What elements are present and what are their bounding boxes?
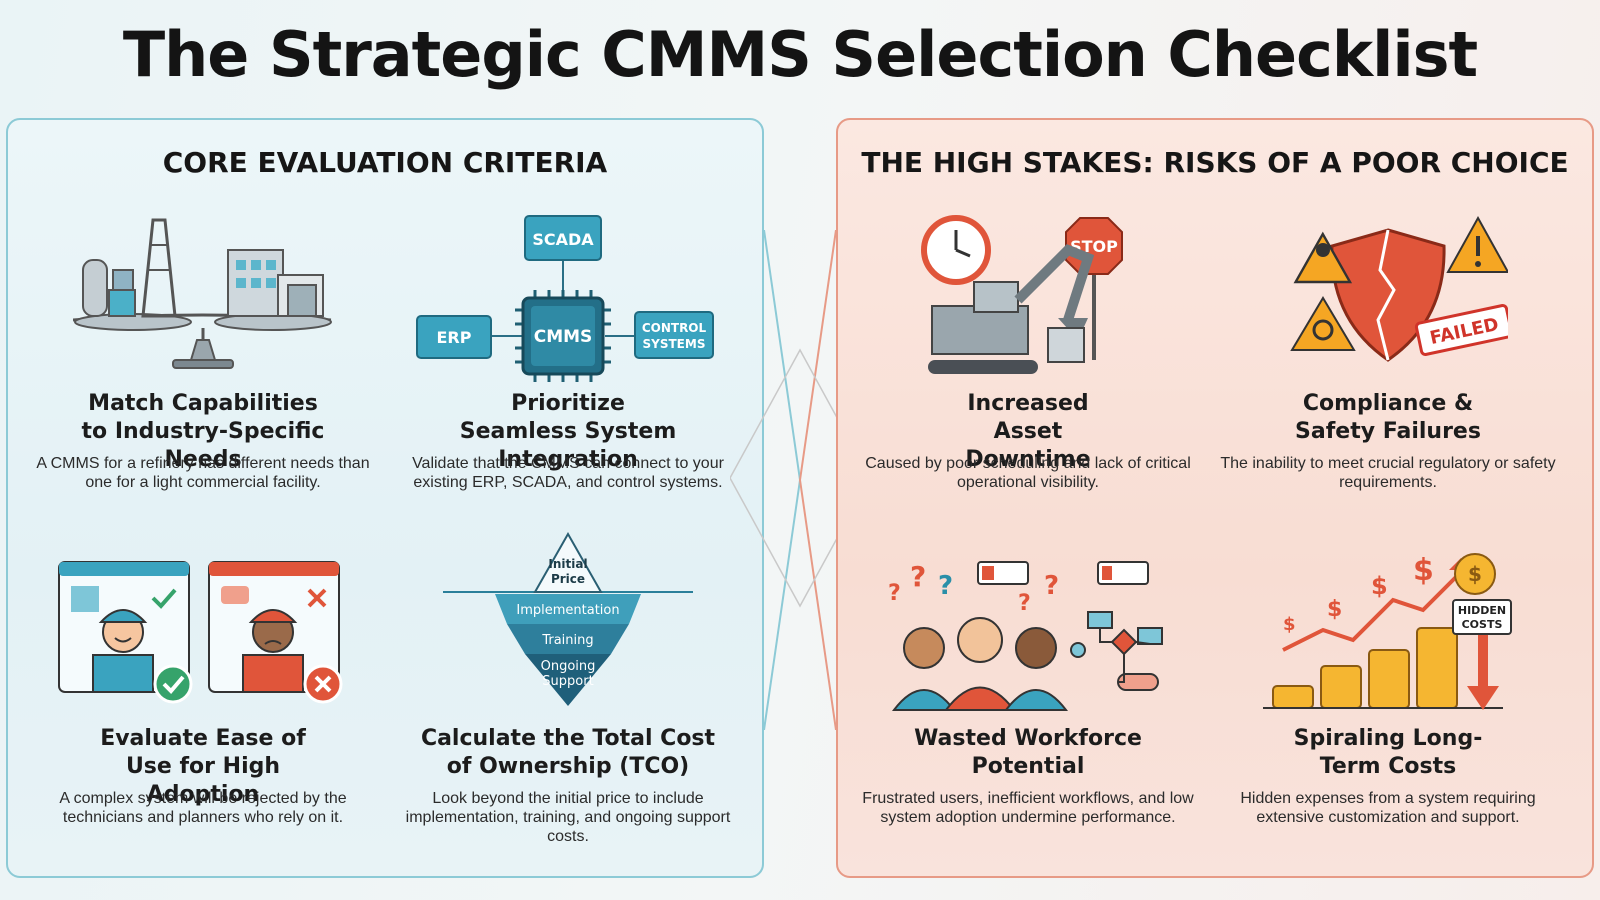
excavator-stop-icon: STOP <box>918 210 1138 375</box>
svg-text:?: ? <box>888 581 901 606</box>
card-ease-of-use: Evaluate Ease of Use for High Adoption A… <box>18 540 388 860</box>
card-title: Spiraling Long-Term Costs <box>1293 726 1483 779</box>
broken-shield-icon: FAILED <box>1268 210 1514 375</box>
iceberg-icon: Initial Price Implementation Training On… <box>443 530 693 710</box>
card-title: Match Capabilities to Industry-Specific … <box>81 391 325 472</box>
svg-text:$: $ <box>1413 553 1434 588</box>
scada-label: SCADA <box>532 230 594 249</box>
control-label: CONTROL <box>642 321 707 335</box>
risks-heading: THE HIGH STAKES: RISKS OF A POOR CHOICE <box>861 146 1569 179</box>
card-description: A CMMS for a refinery has different need… <box>36 455 370 491</box>
svg-text:$: $ <box>1468 562 1482 586</box>
card-description: Frustrated users, inefficient workflows,… <box>862 790 1194 826</box>
hidden-label: HIDDEN <box>1458 604 1506 617</box>
training-label: Training <box>541 633 593 648</box>
card-long-term-costs: $$ $$ $ HIDDEN COSTS Spiraling Lon <box>1203 540 1573 860</box>
card-asset-downtime: STOP Increased Asset Downtime Caused by … <box>843 200 1213 500</box>
card-title: Wasted Workforce Potential <box>914 726 1142 779</box>
erp-label: ERP <box>437 328 472 347</box>
price-label: Price <box>551 572 585 586</box>
card-description: A complex system will be rejected by the… <box>59 790 347 826</box>
costs-label: COSTS <box>1462 618 1503 631</box>
balance-scale-icon <box>72 210 333 380</box>
card-system-integration: SCADA ERP CONTROL SYSTEMS CMMS Prioritiz… <box>383 200 753 510</box>
card-industry-needs: Match Capabilities to Industry-Specific … <box>18 200 388 500</box>
svg-text:?: ? <box>910 560 926 593</box>
card-title: Prioritize Seamless System Integration <box>459 391 677 472</box>
card-description: Validate that the CMMS can connect to yo… <box>412 455 724 491</box>
card-description: The inability to meet crucial regulatory… <box>1220 455 1556 491</box>
card-title: Increased Asset Downtime <box>965 391 1091 472</box>
card-title: Compliance & Safety Failures <box>1295 391 1481 444</box>
core-criteria-panel: CORE EVALUATION CRITERIA <box>6 118 764 878</box>
user-adoption-icon <box>53 550 353 715</box>
connector-lines <box>730 230 870 730</box>
systems-label: SYSTEMS <box>643 337 706 351</box>
card-title: Evaluate Ease of Use for High Adoption <box>100 726 306 807</box>
svg-text:$: $ <box>1371 572 1388 600</box>
card-description: Hidden expenses from a system requiring … <box>1240 790 1536 826</box>
svg-text:?: ? <box>938 571 953 601</box>
integration-diagram-icon: SCADA ERP CONTROL SYSTEMS CMMS <box>413 208 723 388</box>
svg-text:?: ? <box>1018 591 1031 616</box>
svg-text:$: $ <box>1327 597 1342 622</box>
svg-text:$: $ <box>1283 614 1296 635</box>
cmms-label: CMMS <box>534 327 593 347</box>
support-label: Support <box>542 674 593 689</box>
card-description: Look beyond the initial price to include… <box>405 790 731 845</box>
core-criteria-heading: CORE EVALUATION CRITERIA <box>162 146 608 179</box>
card-total-cost: Initial Price Implementation Training On… <box>383 530 753 860</box>
ongoing-label: Ongoing <box>541 659 596 674</box>
card-title: Calculate the Total Cost of Ownership (T… <box>420 726 716 779</box>
risks-panel: THE HIGH STAKES: RISKS OF A POOR CHOICE … <box>836 118 1594 878</box>
card-wasted-workforce: ?? ?? ? Was <box>843 540 1213 860</box>
card-description: Caused by poor scheduling and lack of cr… <box>865 455 1191 491</box>
svg-text:?: ? <box>1044 571 1059 601</box>
implementation-label: Implementation <box>516 603 619 618</box>
frustrated-workers-icon: ?? ?? ? <box>878 550 1178 715</box>
card-compliance-failures: FAILED Compliance & Safety Failures The … <box>1203 200 1573 500</box>
initial-label: Initial <box>548 557 587 571</box>
rising-costs-icon: $ $ $ $ $ HIDDEN COSTS <box>1263 550 1513 715</box>
page-title: The Strategic CMMS Selection Checklist <box>122 18 1478 91</box>
